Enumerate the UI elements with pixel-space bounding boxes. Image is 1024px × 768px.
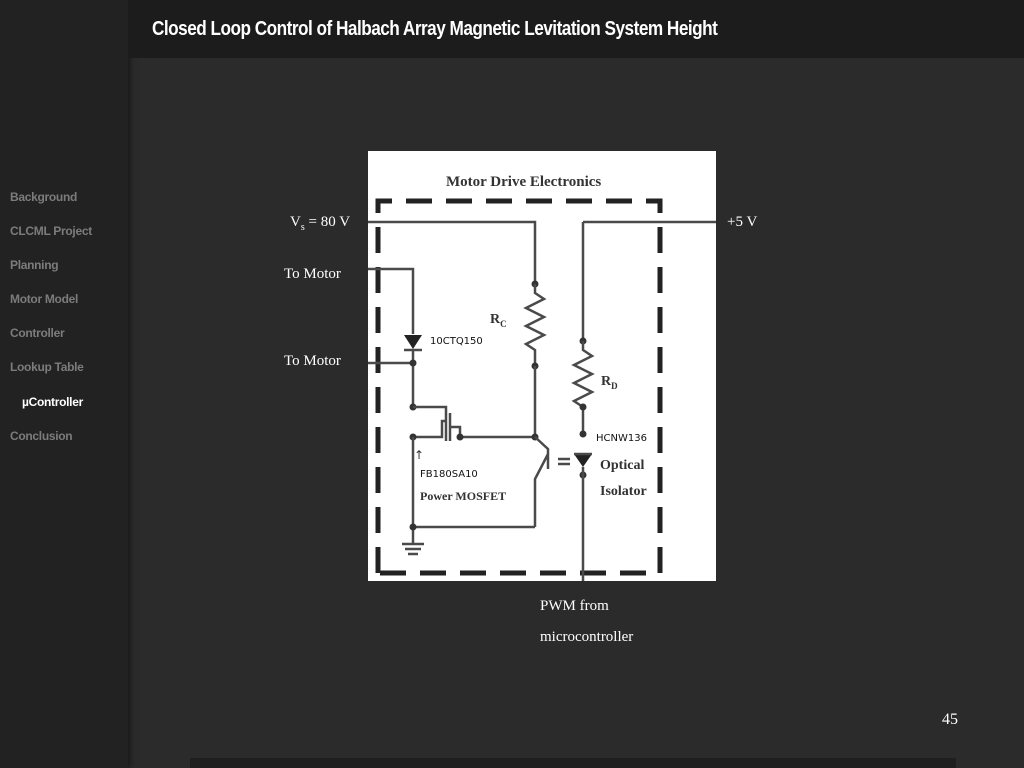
supply-wire (366, 220, 537, 284)
flyback-diode (404, 335, 422, 349)
enclosure-border (375, 198, 663, 576)
mosfet-gate (413, 419, 446, 439)
title-bar (128, 0, 1024, 58)
mosfet-drain (413, 405, 448, 413)
rc-label: RC (490, 312, 507, 329)
phototransistor (533, 436, 550, 527)
motor-drive-schematic: Motor Drive Electronics RC RD 10CTQ150 (366, 151, 718, 583)
motor-wire-1 (366, 267, 415, 334)
nav-item-lookup-table[interactable]: Lookup Table (10, 360, 84, 374)
opto-part-label: HCNW136 (596, 433, 647, 444)
rd-resistor (571, 341, 595, 434)
mosfet-channel (444, 413, 452, 441)
nav-item-background[interactable]: Background (10, 190, 78, 204)
opto-led (574, 454, 592, 467)
sidebar-nav: Background CLCML Project Planning Motor … (0, 0, 128, 768)
nav-item-planning[interactable]: Planning (10, 258, 59, 272)
page-number: 45 (942, 711, 958, 728)
pwm-label-line2: microcontroller (540, 629, 634, 645)
to-motor-label-1: To Motor (284, 266, 341, 282)
nav-item-clcml-project[interactable]: CLCML Project (10, 224, 92, 238)
rd-label: RD (601, 374, 618, 391)
nav-item-microcontroller[interactable]: µController (22, 395, 83, 409)
mosfet-source (450, 425, 535, 439)
diagram-heading: Motor Drive Electronics (446, 174, 601, 190)
ground-symbol (402, 542, 424, 556)
ground-return-wire (411, 437, 535, 529)
nav-item-conclusion[interactable]: Conclusion (10, 429, 73, 443)
opto-label-1: Optical (600, 458, 644, 473)
slide-title: Closed Loop Control of Halbach Array Mag… (152, 18, 718, 40)
to-motor-label-2: To Motor (284, 353, 341, 369)
mosfet-label: Power MOSFET (420, 489, 506, 503)
nav-item-controller[interactable]: Controller (10, 326, 65, 340)
arrow-glyph: ↑ (414, 448, 424, 462)
diode-part-label: 10CTQ150 (430, 336, 483, 347)
nav-item-motor-model[interactable]: Motor Model (10, 292, 79, 306)
mosfet-part-label: FB180SA10 (420, 469, 478, 480)
opto-label-2: Isolator (600, 484, 647, 499)
logic-supply-label: +5 V (727, 214, 758, 230)
rc-resistor (523, 284, 547, 366)
supply-voltage-label: Vs = 80 V (290, 214, 351, 233)
pwm-label-line1: PWM from (540, 598, 609, 614)
bottom-bar (190, 758, 956, 768)
